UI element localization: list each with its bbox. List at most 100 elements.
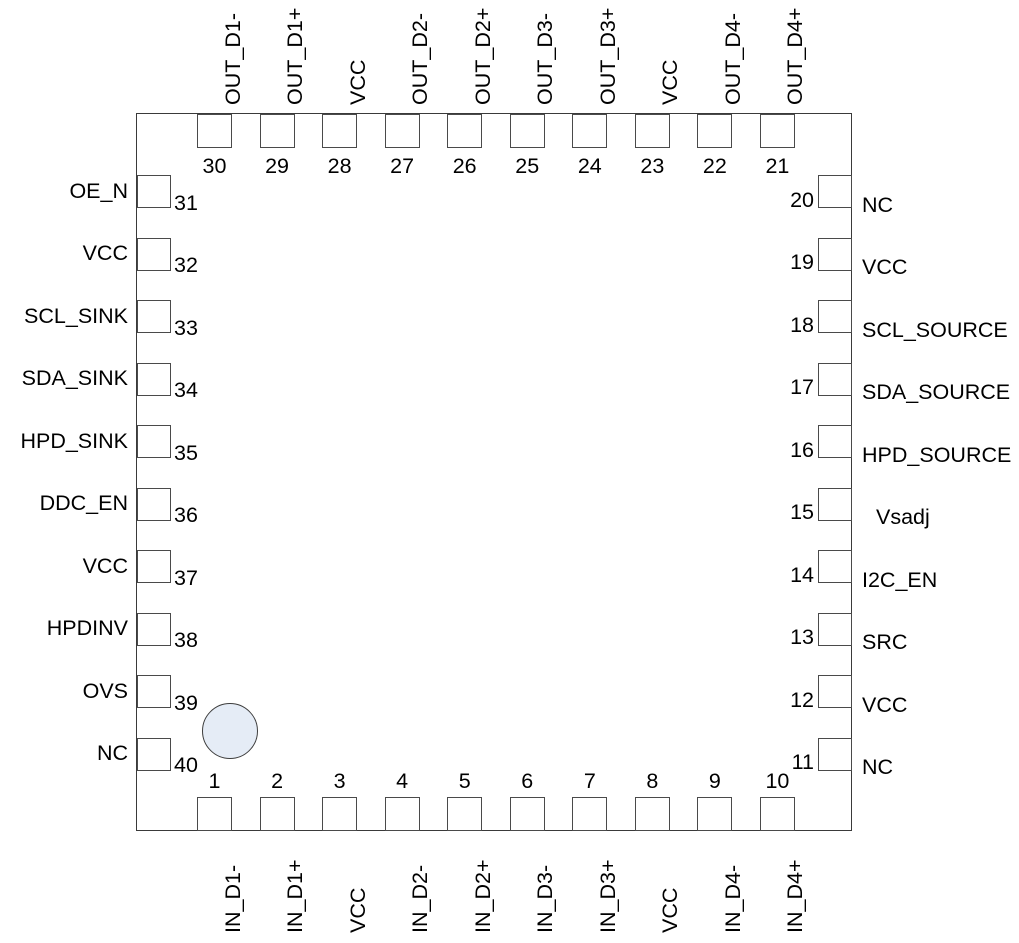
pin-label: VCC — [82, 553, 128, 578]
pin-label: OUT_D1+ — [283, 7, 308, 105]
pin-label: HPDINV — [46, 616, 128, 641]
pin-label: Vsadj — [876, 505, 930, 530]
pin-pad — [759, 114, 795, 148]
pin-number: 30 — [202, 154, 227, 178]
pin-number: 16 — [790, 437, 814, 462]
pin-number: 19 — [790, 250, 814, 275]
pin-pad — [818, 175, 852, 208]
pin-number: 17 — [790, 375, 814, 400]
pin-number: 7 — [583, 769, 596, 793]
pin-number: 13 — [790, 625, 814, 650]
pin-label: OVS — [82, 678, 128, 703]
pin-label: NC — [862, 192, 894, 217]
pin-label: VCC — [82, 241, 128, 266]
pin-label: VCC — [658, 887, 683, 933]
pin-pad — [197, 797, 232, 831]
pin-pad — [818, 425, 852, 459]
pin-pad — [697, 114, 733, 148]
pin-pad — [697, 797, 733, 831]
pin-label: HPD_SOURCE — [862, 442, 1012, 467]
pin-number: 22 — [702, 154, 727, 178]
pin-pad — [137, 300, 171, 334]
chip-body-outline — [136, 113, 852, 831]
pin-pad — [259, 797, 295, 831]
pin-label: IN_D1- — [220, 864, 245, 933]
pin-number: 12 — [790, 687, 814, 712]
pin-number: 35 — [174, 440, 198, 465]
pin-number: 23 — [640, 154, 665, 178]
pin-label: SRC — [862, 630, 908, 655]
pin-label: VCC — [345, 887, 370, 933]
pin-pad — [818, 487, 852, 521]
pin-pad — [509, 797, 545, 831]
pin-number: 25 — [515, 154, 540, 178]
pin-number: 8 — [646, 769, 659, 793]
pin-number: 5 — [458, 769, 471, 793]
pin-label: IN_D4- — [720, 864, 745, 933]
pin-pad — [197, 114, 232, 148]
pin-pad — [137, 612, 171, 646]
pin-pad — [572, 797, 608, 831]
pin-pad — [759, 797, 795, 831]
pin-pad — [322, 114, 358, 148]
pin-label: DDC_EN — [39, 491, 128, 516]
pin-pad — [137, 550, 171, 584]
pin-label: NC — [862, 755, 894, 780]
pin-label: VCC — [658, 59, 683, 105]
pin-number: 39 — [174, 690, 198, 715]
pin-pad — [818, 362, 852, 396]
pin-label: VCC — [862, 255, 908, 280]
pin-label: I2C_EN — [862, 567, 938, 592]
pin-label: IN_D2+ — [470, 859, 495, 934]
pin-label: SDA_SOURCE — [862, 380, 1011, 405]
pin-pad — [818, 737, 852, 771]
pin-label: IN_D1+ — [283, 859, 308, 934]
pin-number: 14 — [790, 562, 814, 587]
pin-number: 4 — [396, 769, 409, 793]
pin-number: 9 — [708, 769, 721, 793]
pin-label: IN_D4+ — [783, 859, 808, 934]
pin-label: OUT_D1- — [220, 13, 245, 105]
pin-label: OUT_D3- — [533, 13, 558, 105]
pin-number: 26 — [452, 154, 477, 178]
pin-pad — [818, 300, 852, 334]
pin-number: 18 — [790, 312, 814, 337]
pin-pad — [137, 175, 171, 208]
pin-label: IN_D2- — [408, 864, 433, 933]
pin-pad — [572, 114, 608, 148]
pin-number: 28 — [327, 154, 352, 178]
pin-pad — [322, 797, 358, 831]
pin-number: 27 — [390, 154, 415, 178]
pin-number: 1 — [208, 769, 221, 793]
pin-label: IN_D3+ — [595, 859, 620, 934]
pin-number: 36 — [174, 503, 198, 528]
pin-pad — [818, 550, 852, 584]
pin-label: OUT_D4- — [720, 13, 745, 105]
pin-number: 15 — [790, 500, 814, 525]
pin-label: SDA_SINK — [21, 366, 128, 391]
pin-number: 20 — [790, 187, 814, 212]
pin-label: IN_D3- — [533, 864, 558, 933]
pin-pad — [384, 114, 420, 148]
pin-label: OUT_D2+ — [470, 7, 495, 105]
pin-pad — [137, 737, 171, 771]
pin-label: NC — [96, 741, 128, 766]
pin-pad — [818, 675, 852, 709]
pin-number: 3 — [333, 769, 346, 793]
pin-number: 21 — [765, 154, 790, 178]
pin-label: VCC — [862, 692, 908, 717]
pin-number: 6 — [521, 769, 534, 793]
pin-pad — [137, 362, 171, 396]
pin-number: 24 — [577, 154, 602, 178]
pin-label: VCC — [345, 59, 370, 105]
pin-number: 10 — [765, 769, 790, 793]
pin-label: SCL_SOURCE — [862, 317, 1008, 342]
pin-pad — [818, 237, 852, 271]
pin-number: 29 — [265, 154, 289, 178]
pin-label: OUT_D4+ — [783, 7, 808, 105]
pin-pad — [634, 797, 670, 831]
pin-pad — [447, 114, 483, 148]
pin-pad — [634, 114, 670, 148]
pin-label: SCL_SINK — [24, 303, 128, 328]
